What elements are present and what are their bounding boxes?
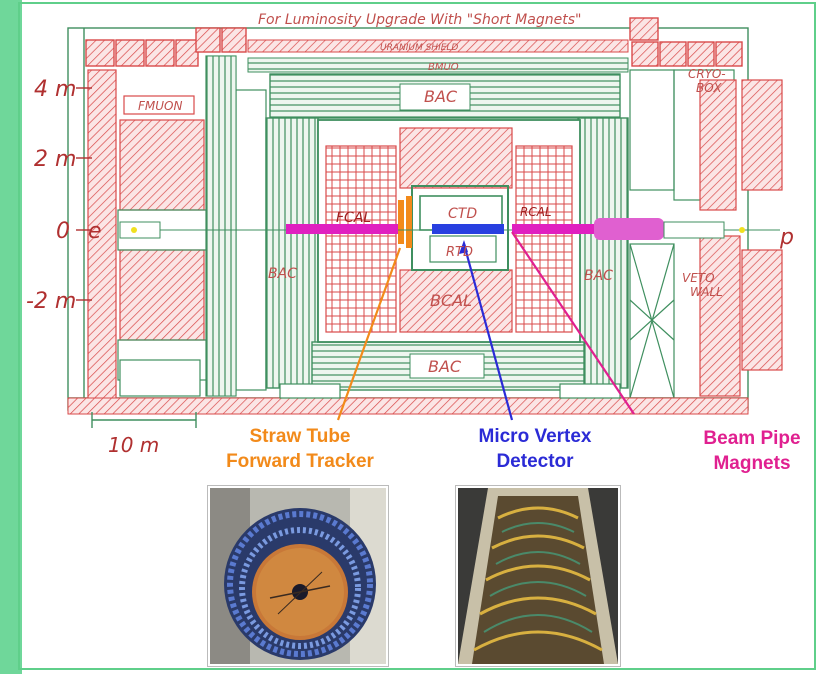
straw-tube-photo-art xyxy=(210,488,386,664)
e-label: e xyxy=(88,219,102,244)
cryo-label-line1: CRYO- xyxy=(688,67,726,81)
veto-wall xyxy=(699,235,741,397)
bcal-bottom xyxy=(399,269,513,333)
straw-tube-photo xyxy=(208,486,388,666)
axis-ticks xyxy=(76,87,92,301)
straw-tube-callout: Straw Tube Forward Tracker xyxy=(200,424,400,474)
veto-label-line1: VETO xyxy=(682,271,715,285)
floor xyxy=(67,397,749,415)
bcal-label: BCAL xyxy=(430,291,472,310)
support-wheels xyxy=(119,359,621,399)
fcal xyxy=(325,145,397,333)
bac-bottom-label: BAC xyxy=(428,357,462,376)
scale-bar xyxy=(91,412,197,428)
bac-right-label: BAC xyxy=(584,268,613,284)
p-label: p xyxy=(779,225,794,250)
fcal-label: FCAL xyxy=(336,210,371,226)
ctd-label: CTD xyxy=(448,206,477,222)
y-tick-0: 0 xyxy=(56,219,70,244)
beam-pipe-right xyxy=(512,224,662,234)
straw-tube-line2: Forward Tracker xyxy=(226,451,374,472)
cryo-label-line2: BOX xyxy=(696,81,722,95)
beam-pipe-callout: Beam Pipe Magnets xyxy=(690,426,814,476)
title-text: For Luminosity Upgrade With "Short Magne… xyxy=(258,12,581,28)
micro-vertex-line2: Detector xyxy=(496,451,574,472)
bac-top-label: BAC xyxy=(424,87,458,106)
uranium-shield-bar xyxy=(247,39,629,53)
fmuon-label: FMUON xyxy=(138,99,182,113)
veto-label-line2: WALL xyxy=(690,285,723,299)
beam-pipe-left xyxy=(286,224,398,234)
bmuo-label: BMUO xyxy=(428,62,459,73)
top-shield-blocks xyxy=(85,17,743,67)
micro-vertex-callout: Micro Vertex Detector xyxy=(440,424,630,474)
straw-tube-line1: Straw Tube xyxy=(249,426,351,447)
bac-left xyxy=(265,117,319,389)
right-shield xyxy=(741,79,783,191)
bac-left-label: BAC xyxy=(268,266,297,282)
straw-tube-tracker-plates xyxy=(398,196,412,248)
y-tick-2m: 2 m xyxy=(34,147,76,172)
beam-pipe-leader xyxy=(511,231,635,415)
micro-vertex-photo-art xyxy=(458,488,618,664)
bmuo-bar xyxy=(247,57,629,73)
mvd-leader xyxy=(462,243,514,421)
rcal xyxy=(515,145,573,333)
scale-bar-label: 10 m xyxy=(108,433,159,457)
rcal-label: RCAL xyxy=(520,205,552,219)
bcal-top xyxy=(399,127,513,189)
cryo-label: CRYO- BOX xyxy=(688,67,729,95)
frame-accent xyxy=(0,0,22,674)
frame-border xyxy=(18,2,816,670)
beam-pipe-line2: Magnets xyxy=(713,453,791,474)
uranium-shield-label: URANIUM SHIELD xyxy=(380,43,458,53)
rtd-label: RTD xyxy=(446,245,473,260)
veto-label: VETO WALL xyxy=(682,271,723,299)
beam-pipe-line1: Beam Pipe xyxy=(703,428,801,449)
bac-right xyxy=(577,117,629,389)
beam-magnet-right xyxy=(594,218,664,240)
micro-vertex-line1: Micro Vertex xyxy=(478,426,592,447)
y-tick-4m: 4 m xyxy=(34,77,76,102)
straw-tube-leader xyxy=(336,247,402,421)
y-tick-neg2m: -2 m xyxy=(26,289,76,314)
micro-vertex-photo xyxy=(456,486,620,666)
mvd-bar xyxy=(432,224,504,234)
